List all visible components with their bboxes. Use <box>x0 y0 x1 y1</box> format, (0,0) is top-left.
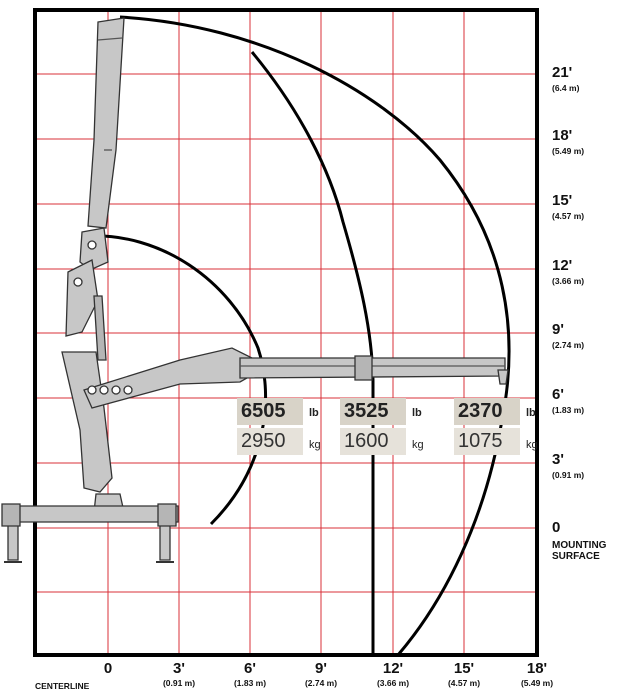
capacity-kg-value: 1075 <box>458 430 503 452</box>
boom-extension-block <box>354 355 373 381</box>
y-label-m: (3.66 m) <box>552 276 585 286</box>
capacity-lb-unit: lb <box>412 407 422 419</box>
x-label-m: (2.74 m) <box>304 678 338 688</box>
x-label-15ft: 15' (4.57 m) <box>424 660 504 688</box>
reach-envelope-curves <box>85 15 511 656</box>
y-label-m: (1.83 m) <box>552 405 585 415</box>
mounting-surface-label: MOUNTING SURFACE <box>552 540 624 562</box>
x-label-m: (5.49 m) <box>520 678 554 688</box>
x-label-6ft: 6' (1.83 m) <box>210 660 290 688</box>
left-outrigger-leg <box>7 521 19 561</box>
y-label-zero: 0 <box>552 519 561 536</box>
y-label-ft: 6' <box>552 386 564 403</box>
capacity-kg-row: 2950 kg <box>237 428 321 455</box>
inner-reach-curve <box>85 234 268 526</box>
capacity-lb-value: 6505 <box>241 400 286 422</box>
outrigger-beam <box>5 505 179 523</box>
capacity-lb-value: 3525 <box>344 400 389 422</box>
y-label-ft: 3' <box>552 451 564 468</box>
x-label-3ft: 3' (0.91 m) <box>139 660 219 688</box>
main-column <box>61 351 113 493</box>
x-label-m: (4.57 m) <box>447 678 481 688</box>
x-label-ft: 3' <box>173 660 185 677</box>
x-label-0: 0 <box>68 660 148 677</box>
capacity-lb-value: 2370 <box>458 400 503 422</box>
capacity-lb-unit: lb <box>309 407 319 419</box>
capacity-kg-unit: kg <box>309 439 321 451</box>
y-label-ft: 21' <box>552 64 573 81</box>
x-label-m: (1.83 m) <box>233 678 267 688</box>
x-label-m: (0.91 m) <box>162 678 196 688</box>
capacity-kg-value: 2950 <box>241 430 286 452</box>
mounting-label-line1: MOUNTING <box>552 540 607 551</box>
x-label-ft: 0 <box>103 660 113 677</box>
mounting-label-line2: SURFACE <box>552 551 600 562</box>
x-label-18ft: 18' (5.49 m) <box>497 660 577 688</box>
capacity-lb-unit: lb <box>526 407 536 419</box>
right-pad <box>157 503 177 527</box>
lift-cylinder <box>93 295 107 361</box>
capacity-kg-unit: kg <box>412 439 424 451</box>
y-label-ft: 18' <box>552 127 573 144</box>
right-outrigger-leg <box>159 521 171 561</box>
x-label-ft: 18' <box>526 660 548 677</box>
diagram-frame <box>33 8 539 657</box>
knuckle-link <box>65 259 99 337</box>
capacity-lb-row: 6505 lb <box>237 398 319 425</box>
capacity-box-middle: 3525 lb 1600 kg <box>340 398 424 455</box>
y-label-m: (4.57 m) <box>552 211 585 221</box>
left-pad <box>1 503 21 527</box>
y-label-m: (5.49 m) <box>552 146 585 156</box>
y-label-ft: 12' <box>552 257 573 274</box>
x-label-ft: 12' <box>382 660 404 677</box>
x-label-m: (3.66 m) <box>376 678 410 688</box>
capacity-kg-value: 1600 <box>344 430 389 452</box>
middle-reach-curve <box>250 51 375 655</box>
capacity-lb-row: 2370 lb <box>454 398 536 425</box>
y-label-ft: 15' <box>552 192 573 209</box>
outer-reach-curve <box>119 15 511 656</box>
y-label-m: (0.91 m) <box>552 470 585 480</box>
y-label-m: (6.4 m) <box>552 83 580 93</box>
vertical-boom <box>87 17 125 229</box>
crane-illustration <box>1 17 509 563</box>
y-label-m: (2.74 m) <box>552 340 585 350</box>
capacity-box-outer: 2370 lb 1075 kg <box>454 398 538 455</box>
x-label-ft: 15' <box>453 660 475 677</box>
capacity-kg-row: 1075 kg <box>454 428 538 455</box>
capacity-box-inner: 6505 lb 2950 kg <box>237 398 321 455</box>
x-label-ft: 9' <box>315 660 327 677</box>
capacity-kg-unit: kg <box>526 439 538 451</box>
x-label-12ft: 12' (3.66 m) <box>353 660 433 688</box>
x-label-9ft: 9' (2.74 m) <box>281 660 361 688</box>
capacity-kg-row: 1600 kg <box>340 428 424 455</box>
x-label-ft: 6' <box>244 660 256 677</box>
boom-hook <box>497 369 509 385</box>
centerline-label: CENTERLINE <box>35 681 90 691</box>
capacity-lb-row: 3525 lb <box>340 398 422 425</box>
y-label-ft: 9' <box>552 321 564 338</box>
